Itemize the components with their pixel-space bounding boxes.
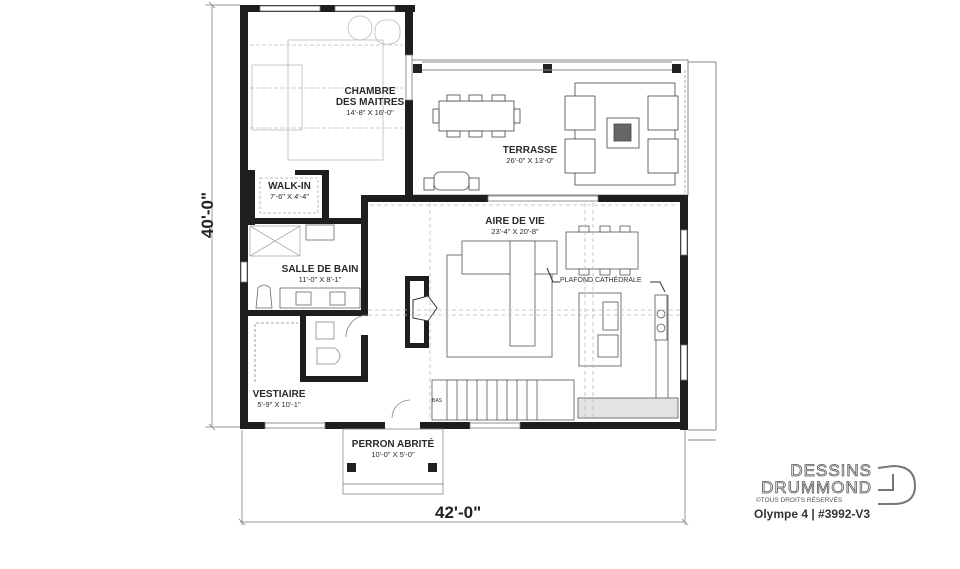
depth-dimension: 40'-0": [198, 191, 218, 239]
exterior-walls: [240, 5, 688, 430]
stairs-down-note: BAS: [432, 398, 443, 404]
copyright-text: ©TOUS DROITS RÉSERVÉS: [756, 497, 843, 504]
room-label-vestibule: VESTIAIRE 5'-9" X 10'-1": [252, 389, 306, 409]
dimension-lines: [205, 1, 689, 526]
interior-walls: [248, 170, 368, 382]
brand-line-2: DRUMMOND: [761, 478, 872, 497]
room-label-bathroom: SALLE DE BAIN 11'-0" X 8'-1": [281, 264, 359, 284]
room-label-master-bedroom: CHAMBRE DES MAITRES 14'-8" X 16'-0": [335, 86, 405, 117]
brand-line-1: DESSINS: [790, 461, 872, 480]
terrace-posts: [413, 64, 681, 73]
cathedral-ceiling-note: PLAFOND CATHÉDRALE: [560, 277, 642, 284]
room-label-living-area: AIRE DE VIE 23'-4" X 20'-8": [485, 216, 545, 236]
width-dimension: 42'-0": [435, 503, 482, 522]
room-label-walk-in: WALK-IN 7'-6" X 4'-4": [268, 181, 311, 201]
room-label-covered-porch: PERRON ABRITÉ 10'-0" X 5'-0": [351, 439, 435, 459]
brand-logo: DESSINS DRUMMOND ©TOUS DROITS RÉSERVÉS O…: [752, 462, 912, 521]
model-number: Olympe 4 | #3992-V3: [754, 507, 871, 521]
room-label-terrace: TERRASSE 26'-0" X 13'-0": [502, 145, 558, 165]
